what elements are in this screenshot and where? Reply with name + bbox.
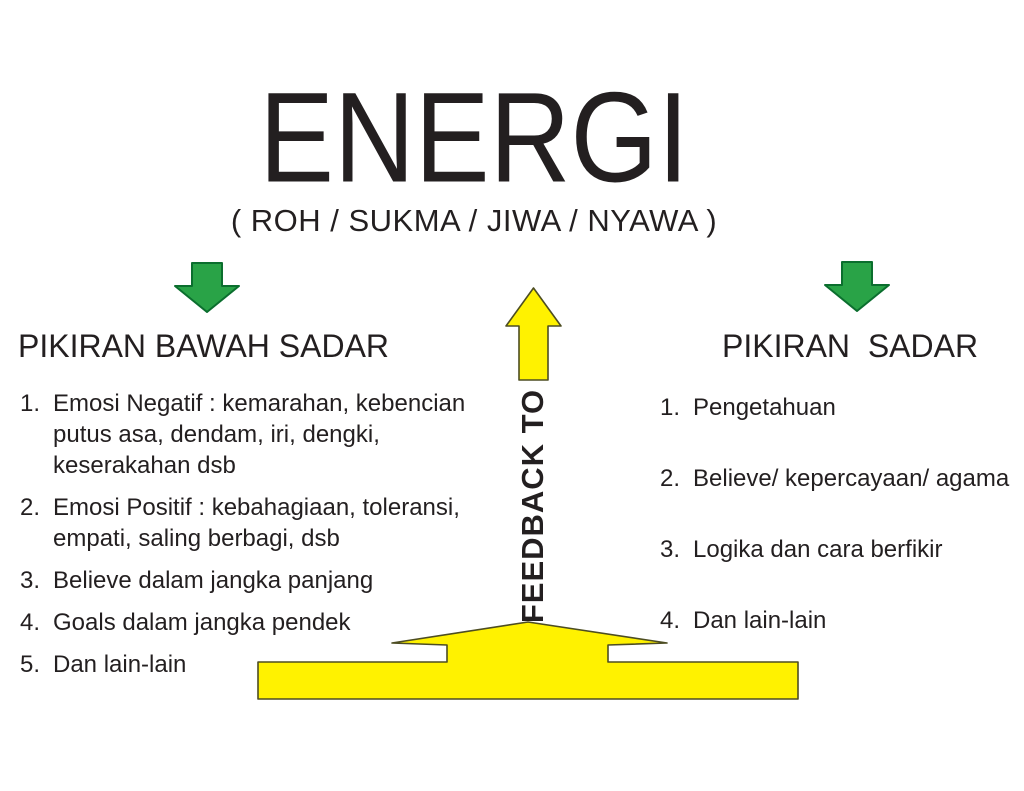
list-item-number: 2. [660,465,681,492]
feedback-up-arrow-icon [505,287,562,381]
list-item-text: Dan lain-lain [53,651,187,678]
list-item: 2. Believe/ kepercayaan/ agama [660,463,1020,494]
list-item-text: Believe/ kepercayaan/ agama [693,465,1010,492]
green-down-arrow-left-shape [174,262,240,313]
list-item: 5. Dan lain-lain [20,649,480,680]
list-item: 4. Dan lain-lain [660,605,1020,636]
list-item-text: Pengetahuan [693,394,836,421]
page-subtitle: ( ROH / SUKMA / JIWA / NYAWA ) [230,203,718,238]
energy-base-arrow-icon [257,621,799,700]
green-down-arrow-right-shape [824,261,890,312]
page-title-text: ENERGI [259,66,689,210]
list-item-number: 1. [20,390,41,417]
list-item-number: 1. [660,394,681,421]
list-item-text: Emosi Positif : kebahagiaan, toleransi, … [53,494,460,552]
feedback-to-label: FEEDBACK TO [515,388,550,624]
list-item-text: Goals dalam jangka pendek [53,609,351,636]
list-item: 3. Believe dalam jangka panjang [20,565,480,596]
list-item-number: 5. [20,651,41,678]
list-item-text: Believe dalam jangka panjang [53,567,374,594]
list-item: 3. Logika dan cara berfikir [660,534,1020,565]
energy-base-arrow-shape [257,621,799,700]
list-item-text: Dan lain-lain [693,607,827,634]
left-column-list: 1. Emosi Negatif : kemarahan, kebencian … [20,388,480,691]
page-title: ENERGI [0,71,948,205]
green-down-arrow-right-icon [824,261,890,312]
list-item: 4. Goals dalam jangka pendek [20,607,480,638]
list-item: 1. Pengetahuan [660,392,1020,423]
right-column-heading: PIKIRAN SADAR [722,328,979,364]
list-item: 1. Emosi Negatif : kemarahan, kebencian … [20,388,480,481]
list-item-text: Emosi Negatif : kemarahan, kebencian put… [53,390,466,479]
green-down-arrow-left-icon [174,262,240,313]
left-column-heading: PIKIRAN BAWAH SADAR [18,328,390,364]
list-item-number: 3. [660,536,681,563]
list-item-number: 3. [20,567,41,594]
feedback-up-arrow-shape [505,287,562,381]
list-item-number: 4. [660,607,681,634]
right-column-list: 1. Pengetahuan 2. Believe/ kepercayaan/ … [660,392,1020,676]
list-item-text: Logika dan cara berfikir [693,536,943,563]
list-item-number: 4. [20,609,41,636]
list-item-number: 2. [20,494,41,521]
list-item: 2. Emosi Positif : kebahagiaan, tolerans… [20,492,480,554]
